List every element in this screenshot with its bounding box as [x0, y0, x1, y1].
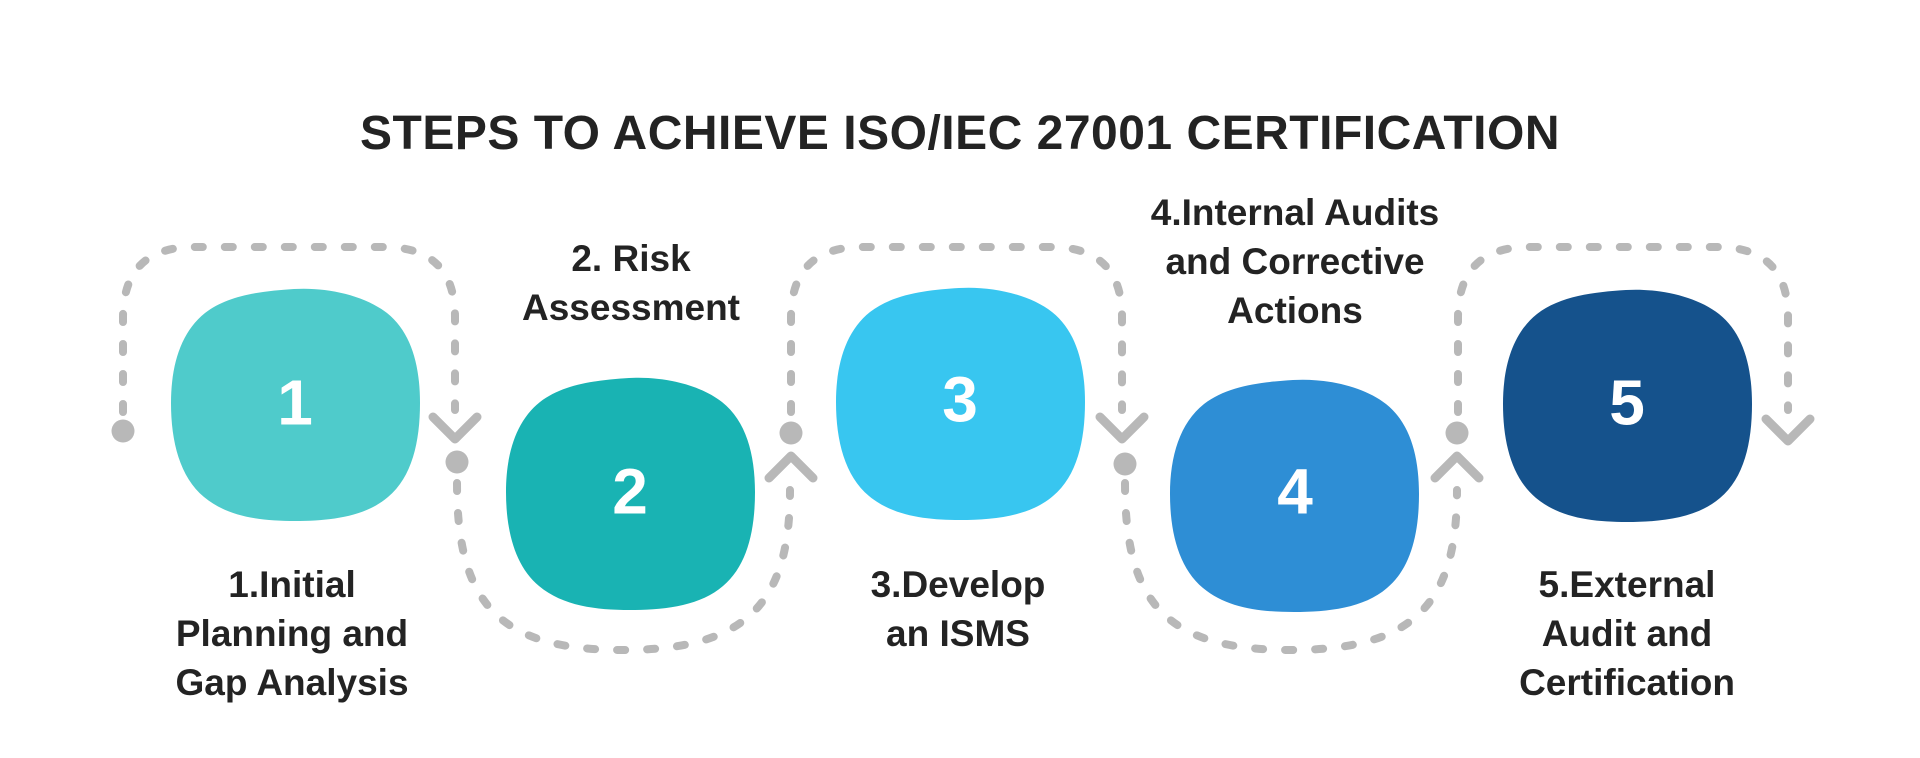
path-start-dot: [111, 419, 135, 443]
step-4-label: 4.Internal Audits and Corrective Actions: [1151, 188, 1440, 335]
step-3-label-line2: an ISMS: [886, 613, 1030, 654]
step-5-label-line1: 5.External: [1538, 564, 1716, 605]
arrow-down-icon-end: [1761, 414, 1815, 446]
step-4-label-line3: Actions: [1227, 290, 1363, 331]
connector-segment-over-step5: [1454, 243, 1792, 416]
step-5-label-line2: Audit and: [1541, 613, 1713, 654]
arrow-down-icon-1: [428, 412, 482, 444]
path-dot-between-4-5: [1445, 421, 1469, 445]
step-1-label: 1.Initial Planning and Gap Analysis: [175, 560, 408, 707]
connector-segment-under-step4: [1121, 479, 1461, 655]
path-dot-between-2-3: [779, 421, 803, 445]
connector-segment-over-step3: [787, 243, 1126, 416]
step-3-label: 3.Develop an ISMS: [871, 560, 1046, 658]
step-4-label-line2: and Corrective: [1165, 241, 1425, 282]
connector-arrows: [428, 412, 1815, 483]
step-2-label: 2. Risk Assessment: [522, 234, 740, 332]
step-3-label-line1: 3.Develop: [870, 564, 1046, 605]
step-5-number: 5: [1609, 366, 1645, 439]
step-2-label-line1: 2. Risk: [571, 238, 691, 279]
step-1-label-line1: 1.Initial: [228, 564, 356, 605]
step-2-label-line2: Assessment: [521, 287, 741, 328]
path-dot-between-3-4: [1113, 452, 1137, 476]
connector-segment-under-step2: [453, 479, 794, 655]
arrow-up-icon-4: [1430, 451, 1484, 483]
connector-dots: [111, 419, 1469, 476]
step-3-number: 3: [942, 363, 978, 436]
dashed-connector-path: [119, 243, 1792, 655]
connector-segment-over-step1: [119, 243, 459, 416]
step-4-number: 4: [1277, 455, 1313, 528]
step-4-label-line1: 4.Internal Audits: [1150, 192, 1440, 233]
step-1-label-line2: Planning and: [175, 613, 409, 654]
page-title: STEPS TO ACHIEVE ISO/IEC 27001 CERTIFICA…: [359, 107, 1561, 161]
arrow-down-icon-3: [1095, 412, 1149, 444]
arrow-up-icon-2: [764, 451, 818, 483]
path-dot-between-1-2: [445, 450, 469, 474]
step-1-label-line3: Gap Analysis: [175, 662, 409, 703]
step-1-number: 1: [277, 366, 313, 439]
step-2-number: 2: [612, 455, 648, 528]
step-5-label-line3: Certification: [1519, 662, 1735, 703]
step-5-label: 5.External Audit and Certification: [1519, 560, 1735, 707]
